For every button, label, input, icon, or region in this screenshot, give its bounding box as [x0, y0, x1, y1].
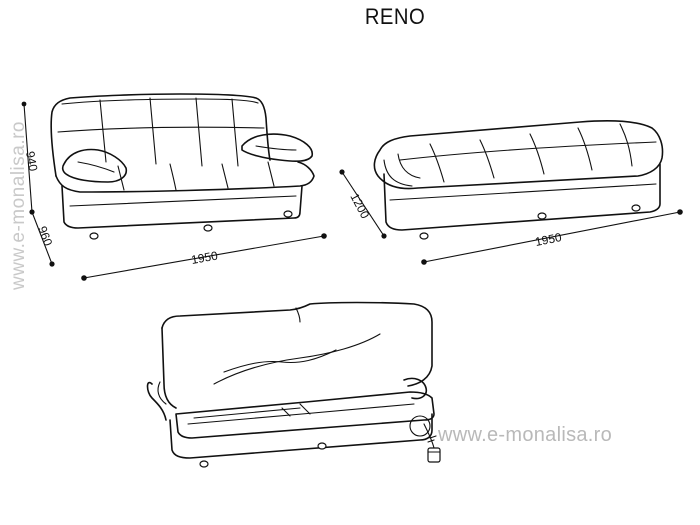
- sofa-width-label: 1950: [190, 248, 219, 266]
- storage-drawing: [146, 301, 435, 468]
- mechanism-detail: [409, 415, 441, 463]
- bed-width-label: 1950: [534, 230, 563, 249]
- sofa-drawing: [50, 93, 315, 240]
- watermark-horizontal: www.e-monalisa.ro: [438, 424, 613, 446]
- bed-drawing: [373, 120, 664, 240]
- sofa-height-label: 940: [23, 150, 40, 172]
- sofa-dimensions: 1950 960 940: [21, 101, 327, 281]
- bed-length-label: 1200: [347, 191, 372, 221]
- sofa-depth-label: 960: [35, 224, 55, 248]
- product-title: RENO: [364, 4, 426, 29]
